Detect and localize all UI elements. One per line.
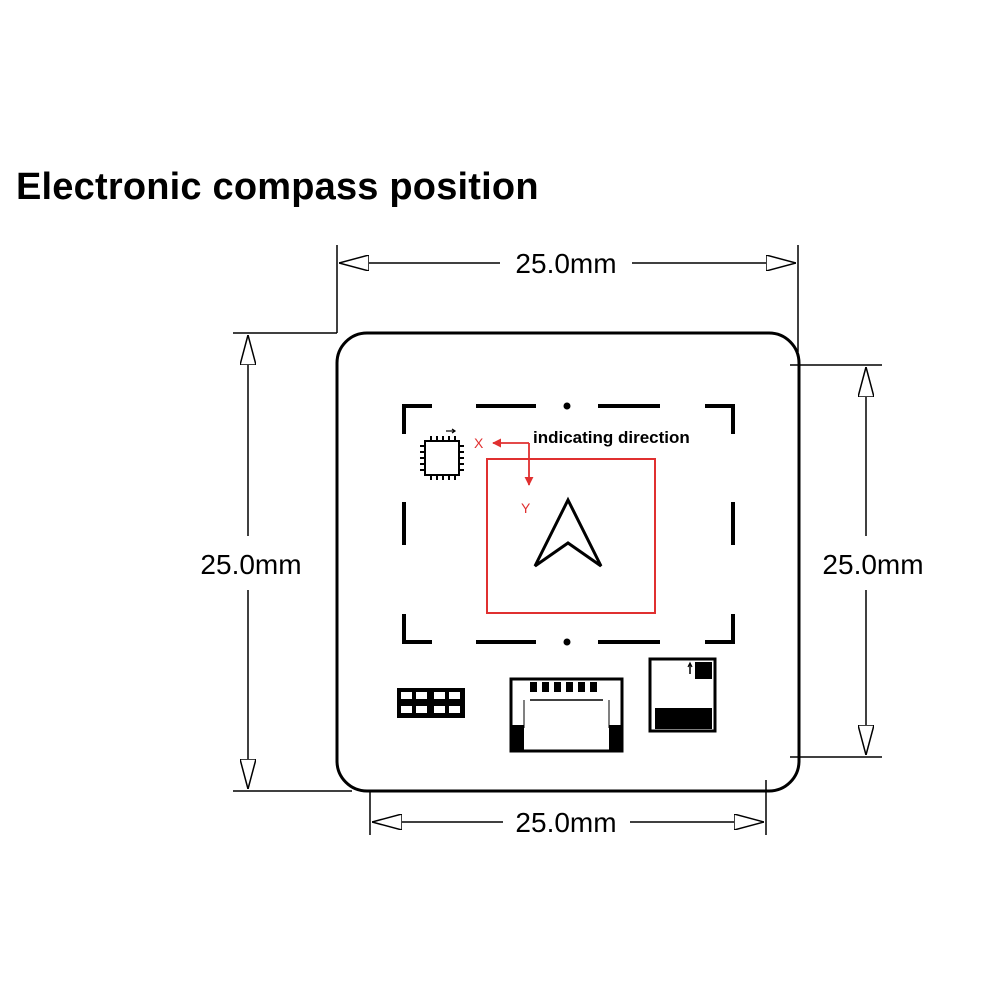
led-pads [397, 688, 465, 718]
axis-indicator: X Y indicating direction [474, 428, 690, 516]
x-axis-label: X [474, 435, 484, 451]
chip-icon [420, 428, 464, 480]
component-block [648, 657, 717, 733]
board-outline [335, 331, 801, 793]
connector [509, 677, 624, 753]
compass-zone-outline [402, 402, 735, 646]
bottom-dimension: 25.0mm [369, 780, 767, 838]
indicating-direction-label: indicating direction [533, 428, 690, 447]
compass-sensor-area [486, 458, 656, 614]
navigation-arrow-icon [533, 496, 603, 568]
top-dimension: 25.0mm [336, 245, 799, 352]
page-title: Electronic compass position [16, 166, 539, 208]
bottom-dimension-label: 25.0mm [515, 807, 616, 838]
left-dimension-label: 25.0mm [200, 549, 301, 580]
right-dimension-label: 25.0mm [822, 549, 923, 580]
top-dimension-label: 25.0mm [515, 248, 616, 279]
y-axis-label: Y [521, 500, 531, 516]
right-dimension: 25.0mm [790, 364, 924, 758]
left-dimension: 25.0mm [200, 332, 352, 792]
